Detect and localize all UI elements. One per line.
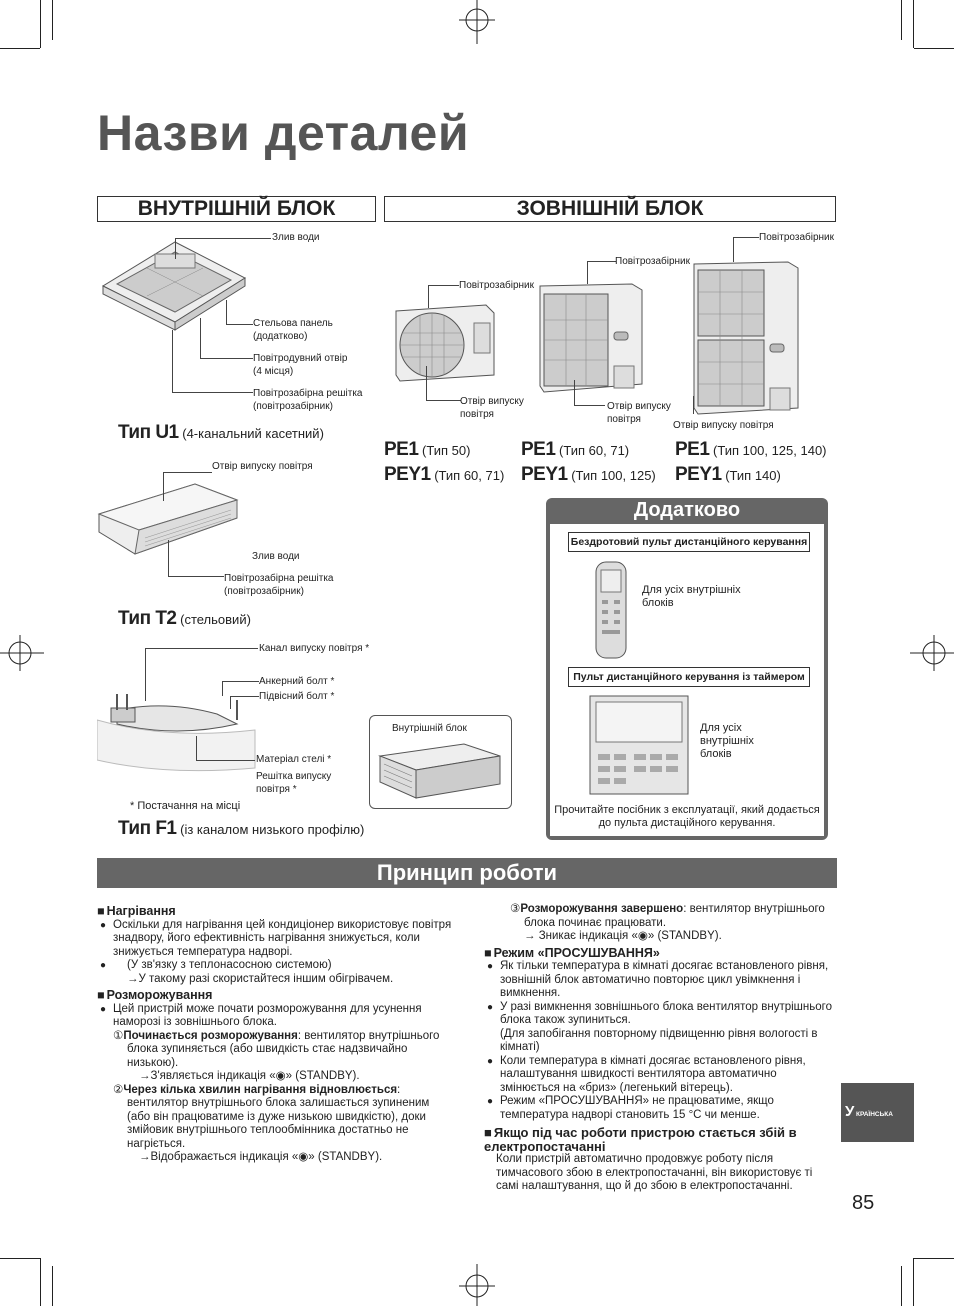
defrost-step2-arrow: →Відображається індикація «◉» (STANDBY). (139, 1151, 383, 1163)
outdoor1-outlet: Отвір випуску повітря (460, 396, 524, 420)
defrost-step1: ①Починається розморожування: вентилятор … (113, 1029, 440, 1069)
dry-bullet4: Режим «ПРОСУШУВАННЯ» не працюватиме, якщ… (484, 1095, 838, 1122)
t2-label-outlet: Отвір випуску повітря (212, 461, 313, 472)
heating-title: Нагрівання (97, 904, 455, 919)
outdoor2-models: PE1 (Тип 60, 71) PEY1 (Тип 100, 125) (521, 439, 656, 485)
type-f1: Тип F1 (із каналом низького профілю) (118, 818, 365, 839)
timer-remote-desc: Для усіх внутрішніх блоків (700, 722, 754, 760)
f1-label-hanger: Підвісний болт * (259, 691, 335, 702)
duct-inset-illustration (378, 743, 501, 799)
operation-left-column: Нагрівання Оскільки для нагрівання цей к… (97, 904, 455, 1165)
power-title: Якщо під час роботи пристрою стається зб… (484, 1126, 838, 1153)
u1-label-panel: Стельова панель (додатково) (253, 318, 333, 342)
heating-body: Оскільки для нагрівання цей кондиціонер … (97, 919, 455, 960)
cassette-unit-illustration (101, 241, 247, 331)
dry-bullet3: Коли температура в кімнаті досягає встан… (484, 1055, 838, 1096)
wireless-remote-illustration (595, 561, 627, 659)
duct-unit-illustration (97, 694, 256, 772)
u1-label-drain: Злив води (272, 232, 320, 243)
outdoor3-models: PE1 (Тип 100, 125, 140) PEY1 (Тип 140) (675, 439, 827, 485)
heating-note2: →У такому разі скористайтеся іншим обігр… (127, 972, 394, 985)
outdoor3-outlet: Отвір випуску повітря (673, 420, 774, 431)
language-tab: У КРАЇНСЬКА (841, 1083, 914, 1142)
defrost-step3: ③Розморожування завершено: вентилятор вн… (510, 903, 825, 929)
defrost-body: Цей пристрій може почати розморожування … (97, 1003, 455, 1030)
wireless-remote-label: Бездротовий пульт дистанційного керуванн… (568, 532, 810, 552)
f1-label-footnote: * Постачання на місці (130, 800, 241, 812)
wireless-remote-desc: Для усіх внутрішніх блоків (642, 584, 741, 609)
language-tab-text: КРАЇНСЬКА (856, 1111, 893, 1118)
heating-note1: (У зв'язку з теплонасосною системою) (97, 959, 455, 973)
type-t2: Тип T2 (стельовий) (118, 608, 251, 629)
ceiling-unit-illustration (97, 483, 239, 555)
registration-mark-right (910, 635, 954, 671)
t2-label-drain: Злив води (252, 551, 300, 562)
outdoor3-intake: Повітрозабірник (759, 232, 835, 243)
f1-label-duct: Канал випуску повітря * (259, 643, 370, 654)
defrost-step3-arrow: → Зникає індикація «◉» (STANDBY). (524, 930, 722, 942)
optional-note: Прочитайте посібник з експлуатації, який… (554, 804, 820, 829)
u1-label-grille: Повітрозабірна решітка (повітрозабірник) (253, 388, 363, 412)
dry-bullet2-note: (Для запобігання повторному підвищенню р… (500, 1027, 818, 1054)
inset-label: Внутрішній блок (392, 723, 467, 734)
registration-mark-bottom (459, 1264, 495, 1306)
outdoor1-intake: Повітрозабірник (459, 280, 535, 291)
f1-label-grille: Решітка випуску повітря * (256, 771, 332, 795)
f1-label-ceiling: Матеріал стелі * (256, 754, 332, 765)
timer-remote-illustration (589, 695, 689, 795)
page-title: Назви деталей (97, 105, 470, 161)
defrost-title: Розморожування (97, 988, 455, 1003)
operation-heading: Принцип роботи (97, 858, 837, 888)
registration-mark-left (0, 635, 44, 671)
language-tab-letter: У (845, 1103, 855, 1120)
t2-label-grille: Повітрозабірна решітка (повітрозабірник) (224, 573, 334, 597)
dry-bullet2: У разі вимкнення зовнішнього блока венти… (484, 1001, 838, 1028)
power-body: Коли пристрій автоматично продовжує робо… (496, 1153, 813, 1192)
indoor-heading: ВНУТРІШНІЙ БЛОК (97, 196, 376, 222)
defrost-step1-arrow: →З'являється індикація «◉» (STANDBY). (139, 1070, 360, 1082)
type-u1: Тип U1 (4-канальний касетний) (118, 422, 324, 443)
page-number: 85 (852, 1192, 875, 1214)
u1-label-outlet: Повітродувний отвір (4 місця) (253, 353, 348, 377)
f1-label-anchor: Анкерний болт * (259, 676, 335, 687)
optional-panel: Додатково Бездротовий пульт дистанційног… (546, 498, 828, 840)
outdoor1-models: PE1 (Тип 50) PEY1 (Тип 60, 71) (384, 439, 505, 485)
outdoor-unit-small-illustration (395, 304, 495, 382)
outdoor2-intake: Повітрозабірник (615, 256, 691, 267)
outdoor-unit-medium-illustration (539, 283, 643, 393)
dry-bullet1: Як тільки температура в кімнаті досягає … (484, 960, 838, 1001)
indoor-unit-inset: Внутрішній блок (369, 715, 512, 809)
outdoor2-outlet: Отвір випуску повітря (607, 401, 671, 425)
defrost-step2: ②Через кілька хвилин нагрівання відновлю… (113, 1083, 430, 1150)
outdoor-unit-large-illustration (693, 261, 799, 415)
operation-right-column: ③Розморожування завершено: вентилятор вн… (484, 903, 838, 1194)
registration-mark-top (459, 0, 495, 44)
dry-title: Режим «ПРОСУШУВАННЯ» (484, 946, 838, 961)
optional-heading: Додатково (633, 499, 741, 521)
outdoor-heading: ЗОВНІШНІЙ БЛОК (384, 196, 836, 222)
timer-remote-label: Пульт дистанційного керування із таймеро… (568, 667, 810, 687)
